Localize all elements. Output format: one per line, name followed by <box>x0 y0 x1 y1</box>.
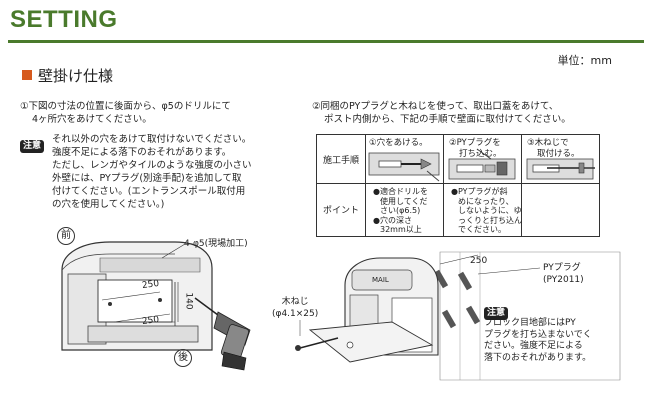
mailbox-left-illustration <box>61 241 213 351</box>
section-title: 壁掛け仕様 <box>38 67 114 85</box>
caution-text-left: それ以外の穴をあけて取付けないでください。 強度不足による落下のおそれがあります… <box>52 133 252 211</box>
caution-line: ブロック目地部にはPY <box>484 318 576 328</box>
caution-line: 付けてください。(エントランスポール取付用 <box>52 186 246 197</box>
procedure-illustrations <box>368 148 595 182</box>
drill-step-icon <box>368 152 440 182</box>
caution-badge-label: 注意 <box>484 307 509 320</box>
caution-badge-label: 注意 <box>20 140 45 153</box>
step-drill-label: ①穴をあける。 <box>369 138 428 148</box>
caution-line: 落下のおそれがあります。 <box>484 352 592 363</box>
power-drill-icon <box>194 297 251 371</box>
dimension-140: 140 <box>183 292 194 310</box>
caution-line: 強度不足による落下のおそれがあります。 <box>52 147 232 158</box>
caution-text-right: ブロック目地部にはPY プラグを打ち込まないでく ださい。強度不足による 落下の… <box>484 318 592 364</box>
caution-line: プラグを打ち込まないでく <box>484 329 592 340</box>
step-plug-label: ②PYプラグを 打ち込む。 <box>449 138 502 159</box>
page-title: SETTING <box>10 6 118 33</box>
step2-line: ポスト内側から、下記の手順で壁面に取付けてください。 <box>324 114 571 125</box>
front-label: 前 <box>57 227 75 245</box>
plug-label: PYプラグ (PY2011) <box>543 263 584 285</box>
caution-line: ださい。強度不足による <box>484 341 583 351</box>
row-header-procedure: 施工手順 <box>322 156 359 166</box>
caution-badge-left: 注意 <box>20 133 45 153</box>
step1-text: ①下図の寸法の位置に後面から、φ5のドリルにて 4ヶ所穴をあけてください。 <box>20 100 231 126</box>
caution-line: の穴を使用してください。) <box>52 199 165 210</box>
hole-spec-label: 4-φ5(現場加工) <box>184 239 248 249</box>
title-divider <box>8 40 644 43</box>
section-marker-icon <box>22 70 32 80</box>
screw-label: 木ねじ (φ4.1×25) <box>272 297 319 319</box>
plug-step-icon <box>448 148 516 180</box>
step2-line: ②同梱のPYプラグと木ねじを使って、取出口蓋をあけて、 <box>312 101 559 112</box>
point-plug-text: ●PYプラグが斜 めになったり、 しないように、ゆ っくりと打ち込ん でください… <box>451 187 522 234</box>
step1-line: 4ヶ所穴をあけてください。 <box>32 114 152 125</box>
step1-line: ①下図の寸法の位置に後面から、φ5のドリルにて <box>20 101 231 112</box>
screw-step-icon <box>526 158 595 180</box>
row-header-point: ポイント <box>322 206 359 216</box>
step2-text: ②同梱のPYプラグと木ねじを使って、取出口蓋をあけて、 ポスト内側から、下記の手… <box>312 100 571 126</box>
caution-line: ただし、レンガやタイルのような強度の小さい <box>52 160 252 171</box>
step-screw-label: ③木ねじで 取付ける。 <box>527 138 580 159</box>
caution-badge-right: 注意 <box>484 300 509 320</box>
back-label: 後 <box>174 349 192 367</box>
wall-mount-illustration <box>295 251 621 381</box>
unit-label: 単位：mm <box>557 54 612 67</box>
dimension-250-right: 250 <box>470 256 488 266</box>
procedure-table: 施工手順 ポイント ①穴をあける。 ②PYプラグを 打ち込む。 ③木ねじで 取付… <box>316 134 600 237</box>
caution-line: 外壁には、PYプラグ(別途手配)を追加して取 <box>52 173 242 184</box>
mail-text: MAIL <box>372 276 389 284</box>
point-drill-text: ●適合ドリルを 使用してくだ さい(φ6.5) ●穴の深さ 32mm以上 <box>373 187 428 234</box>
caution-line: それ以外の穴をあけて取付けないでください。 <box>52 134 252 145</box>
